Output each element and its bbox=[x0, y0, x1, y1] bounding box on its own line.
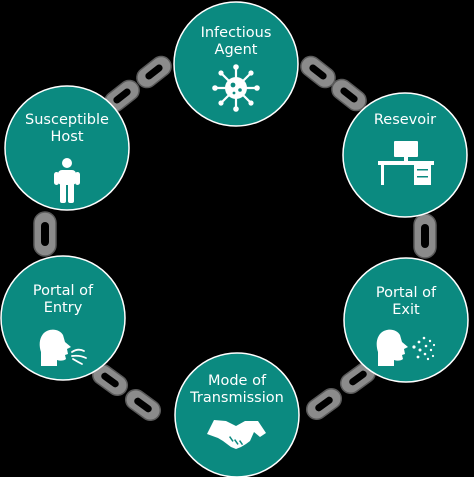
node-title-line1: Portal of bbox=[376, 285, 437, 301]
chain-link-agent-resevoir bbox=[300, 55, 367, 112]
node-portal-of-exit: Portal of Exit bbox=[343, 257, 469, 383]
node-circle bbox=[174, 352, 300, 477]
node-title-line2: Agent bbox=[215, 42, 258, 58]
node-infectious-agent: Infectious Agent bbox=[173, 1, 299, 127]
node-title-line2: Exit bbox=[392, 302, 420, 318]
chain-link-resevoir-exit bbox=[413, 213, 437, 259]
node-mode-of-transmission: Mode of Transmission bbox=[174, 352, 300, 477]
node-title-line2: Host bbox=[50, 129, 83, 145]
node-portal-of-entry: Portal of Entry bbox=[0, 255, 126, 381]
virus-icon bbox=[212, 64, 260, 112]
chain-link-transmission-entry bbox=[91, 363, 162, 422]
chain-link-exit-transmission bbox=[305, 361, 377, 421]
node-title-line1: Portal of bbox=[33, 283, 94, 299]
desk-icon bbox=[378, 141, 434, 185]
handshake-icon bbox=[207, 420, 266, 449]
chain-link-entry-host bbox=[33, 211, 57, 257]
node-resevoir: Resevoir bbox=[342, 92, 468, 218]
person-inhaling-icon bbox=[39, 329, 87, 366]
node-title-line1: Mode of bbox=[208, 373, 267, 389]
node-title-line1: Resevoir bbox=[374, 112, 436, 128]
node-title-line1: Susceptible bbox=[25, 112, 109, 128]
node-title-line2: Entry bbox=[44, 300, 83, 316]
node-susceptible-host: Susceptible Host bbox=[4, 85, 130, 211]
person-icon bbox=[54, 158, 80, 203]
node-circle bbox=[173, 1, 299, 127]
node-circle bbox=[0, 255, 126, 381]
node-circle bbox=[343, 257, 469, 383]
node-circle bbox=[4, 85, 130, 211]
chain-links bbox=[33, 55, 437, 422]
person-sneezing-icon bbox=[376, 329, 436, 366]
node-title-line2: Transmission bbox=[189, 390, 284, 406]
node-title-line1: Infectious bbox=[201, 25, 272, 41]
